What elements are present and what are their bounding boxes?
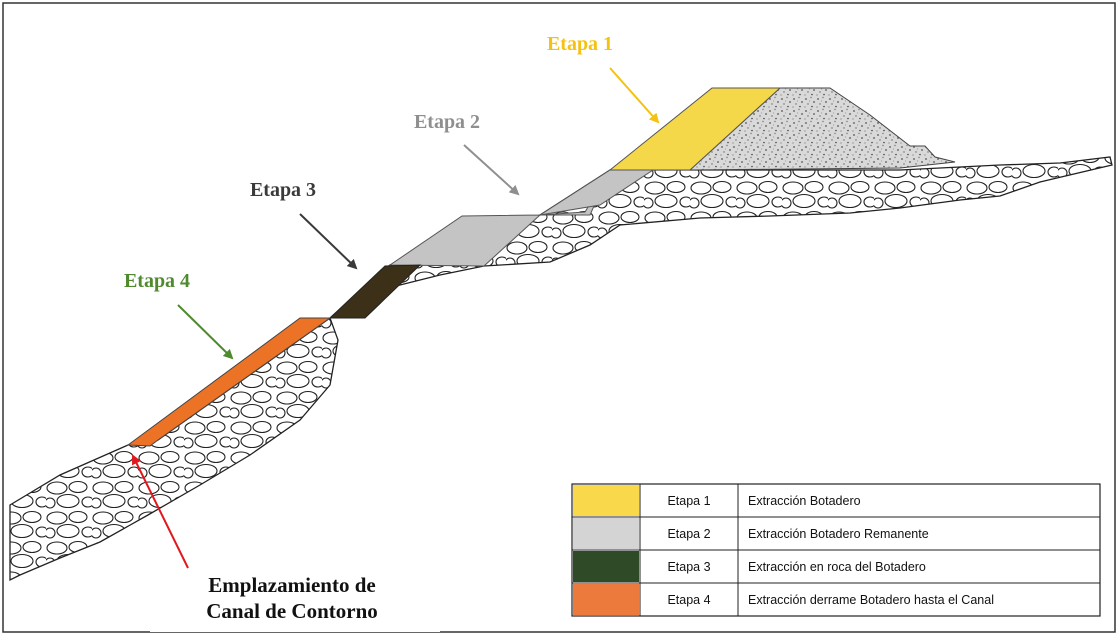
stage4-zone bbox=[126, 317, 332, 447]
canal-caption-line1: Emplazamiento de bbox=[208, 573, 375, 597]
legend-swatch-stage1 bbox=[573, 485, 639, 516]
stage2-zone bbox=[388, 169, 655, 267]
canal-arrow bbox=[132, 454, 189, 569]
stage1-arrow bbox=[609, 67, 660, 124]
caption-background bbox=[150, 570, 440, 632]
legend-desc2: Extracción Botadero Remanente bbox=[748, 527, 929, 541]
stage3-zone bbox=[328, 264, 422, 319]
legend-swatch-stage3 bbox=[573, 551, 639, 582]
legend-stage3: Etapa 3 bbox=[667, 560, 710, 574]
stage1-callout: Etapa 1 bbox=[547, 33, 660, 124]
stage4-arrow bbox=[177, 304, 234, 360]
legend-stage1: Etapa 1 bbox=[667, 494, 710, 508]
legend-stage4: Etapa 4 bbox=[667, 593, 710, 607]
legend-stage2: Etapa 2 bbox=[667, 527, 710, 541]
stage1-label: Etapa 1 bbox=[547, 33, 613, 55]
stage4-callout: Etapa 4 bbox=[124, 270, 234, 360]
stage3-label: Etapa 3 bbox=[250, 179, 316, 201]
stage1-gravel-fill bbox=[688, 87, 956, 171]
stage2-callout: Etapa 2 bbox=[414, 111, 520, 196]
stage2-label: Etapa 2 bbox=[414, 111, 480, 133]
stage2-arrow bbox=[463, 144, 520, 196]
legend-swatch-stage2 bbox=[573, 518, 639, 549]
stage3-callout: Etapa 3 bbox=[250, 179, 358, 270]
legend-desc3: Extracción en roca del Botadero bbox=[748, 560, 926, 574]
canal-callout: Emplazamiento de Canal de Contorno bbox=[132, 454, 440, 632]
legend-desc1: Extracción Botadero bbox=[748, 494, 861, 508]
canal-caption-line2: Canal de Contorno bbox=[206, 599, 378, 623]
legend-table: Etapa 1 Extracción Botadero Etapa 2 Extr… bbox=[571, 483, 1101, 617]
legend-desc4: Extracción derrame Botadero hasta el Can… bbox=[748, 593, 994, 607]
stage3-arrow bbox=[299, 213, 358, 270]
stage4-label: Etapa 4 bbox=[124, 270, 190, 292]
legend-swatch-stage4 bbox=[573, 584, 639, 615]
